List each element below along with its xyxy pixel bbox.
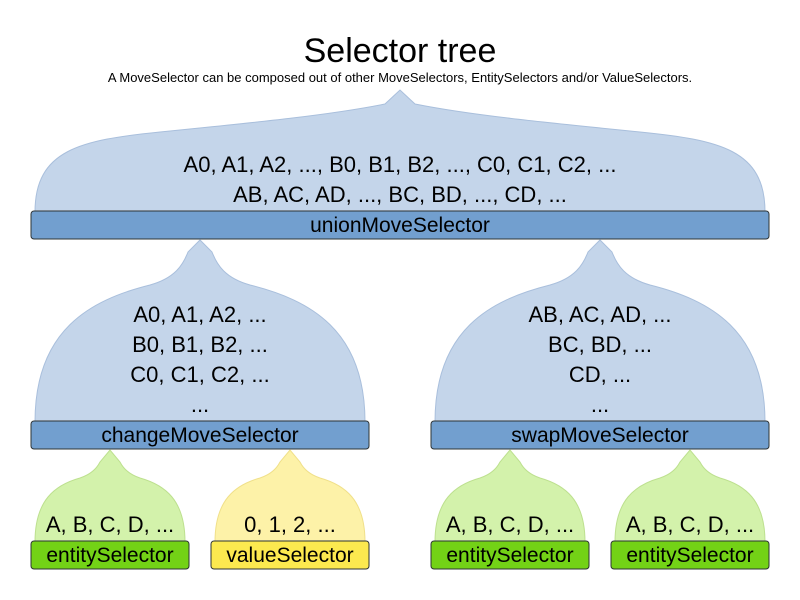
diagram-title: Selector tree bbox=[304, 32, 497, 70]
swap-line-3: CD, ... bbox=[569, 362, 631, 387]
union-line-2: AB, AC, AD, ..., BC, BD, ..., CD, ... bbox=[233, 182, 567, 207]
entity-selector-box-1 bbox=[30, 540, 190, 570]
leaf-value-dome bbox=[214, 449, 366, 543]
change-line-4: ... bbox=[191, 392, 209, 417]
change-line-2: B0, B1, B2, ... bbox=[132, 332, 268, 357]
leaf-entity-line-3: A, B, C, D, ... bbox=[626, 512, 754, 537]
entity-selector-box-3 bbox=[610, 540, 770, 570]
value-selector-box bbox=[210, 540, 370, 570]
swap-line-1: AB, AC, AD, ... bbox=[528, 302, 671, 327]
change-line-1: A0, A1, A2, ... bbox=[133, 302, 266, 327]
swap-move-selector-box bbox=[430, 420, 770, 450]
entity-selector-label-1: entitySelector bbox=[46, 544, 173, 567]
value-selector-label: valueSelector bbox=[226, 544, 353, 567]
leaf-entity-line-1: A, B, C, D, ... bbox=[46, 512, 174, 537]
entity-selector-label-3: entitySelector bbox=[626, 544, 753, 567]
leaf-entity-dome-1 bbox=[34, 449, 186, 543]
diagram-subtitle: A MoveSelector can be composed out of ot… bbox=[108, 70, 692, 85]
swap-move-selector-label: swapMoveSelector bbox=[511, 424, 688, 447]
leaf-entity-dome-3 bbox=[614, 449, 766, 543]
change-line-3: C0, C1, C2, ... bbox=[130, 362, 269, 387]
entity-selector-box-2 bbox=[430, 540, 590, 570]
union-move-selector-box bbox=[30, 210, 770, 240]
swap-line-2: BC, BD, ... bbox=[548, 332, 652, 357]
change-move-selector-box bbox=[30, 420, 370, 450]
union-move-selector-label: unionMoveSelector bbox=[310, 214, 490, 237]
change-dome bbox=[34, 239, 366, 423]
entity-selector-label-2: entitySelector bbox=[446, 544, 573, 567]
swap-line-4: ... bbox=[591, 392, 609, 417]
leaf-entity-dome-2 bbox=[434, 449, 586, 543]
swap-dome bbox=[434, 239, 766, 423]
union-line-1: A0, A1, A2, ..., B0, B1, B2, ..., C0, C1… bbox=[184, 152, 617, 177]
change-move-selector-label: changeMoveSelector bbox=[101, 424, 298, 447]
leaf-entity-line-2: A, B, C, D, ... bbox=[446, 512, 574, 537]
union-dome bbox=[34, 89, 766, 213]
leaf-value-line: 0, 1, 2, ... bbox=[244, 512, 336, 537]
